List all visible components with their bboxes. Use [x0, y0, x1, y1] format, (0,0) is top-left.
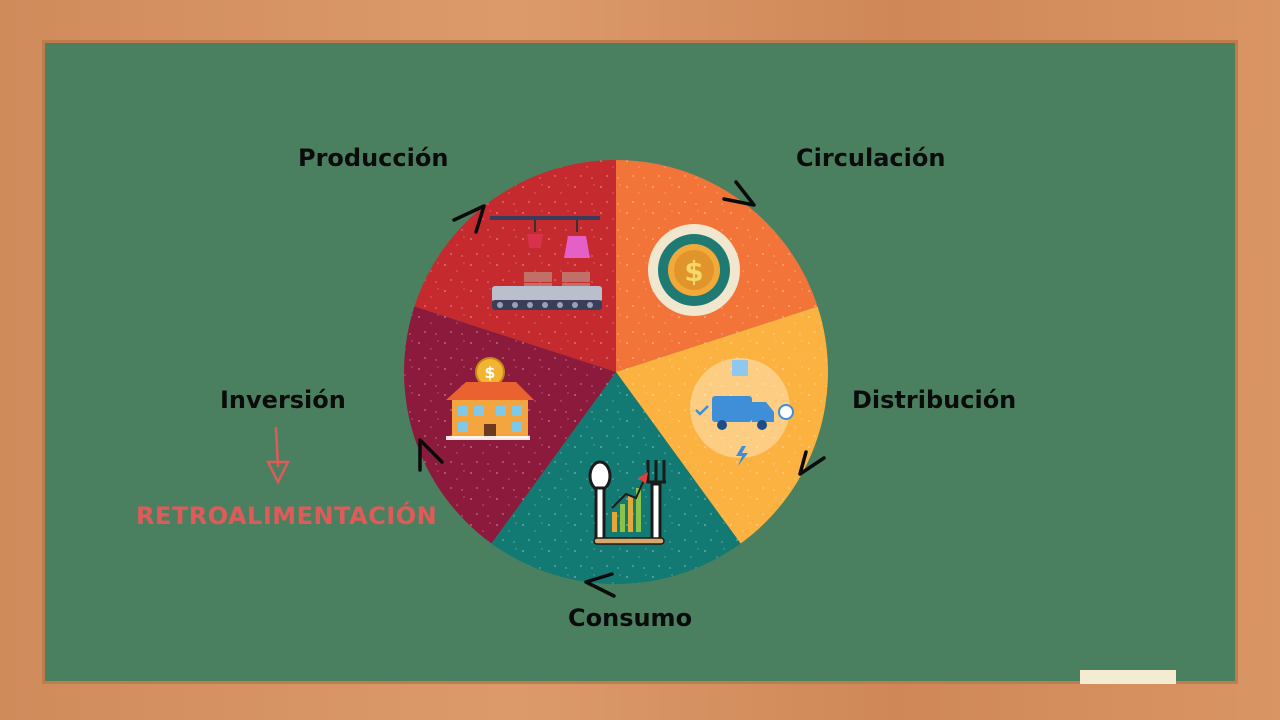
- arrow-consumo: [584, 572, 616, 598]
- arrow-produccion: [452, 204, 486, 234]
- chalk-piece: [1080, 670, 1176, 684]
- stage-label-distribucion: Distribución: [852, 386, 1017, 414]
- arrow-circulacion: [722, 180, 756, 207]
- stage-label-produccion: Producción: [298, 144, 449, 172]
- arrow-inversion: [418, 438, 444, 472]
- arrow-distribucion: [798, 450, 826, 476]
- feedback-label: RETROALIMENTACIÓN: [136, 502, 438, 530]
- factory-conveyor-icon: [490, 216, 602, 310]
- delivery-truck-icon: [690, 358, 794, 466]
- stage-label-circulacion: Circulación: [796, 144, 946, 172]
- stage-label-consumo: Consumo: [568, 604, 693, 632]
- feedback-arrow: [265, 426, 291, 485]
- svg-text:$: $: [684, 255, 703, 288]
- stage-label-inversion: Inversión: [220, 386, 346, 414]
- house-coin-icon: $: [446, 357, 534, 440]
- utensils-growth-chart-icon: [588, 460, 666, 545]
- svg-text:$: $: [484, 363, 495, 382]
- dollar-gear-icon: $: [648, 224, 740, 316]
